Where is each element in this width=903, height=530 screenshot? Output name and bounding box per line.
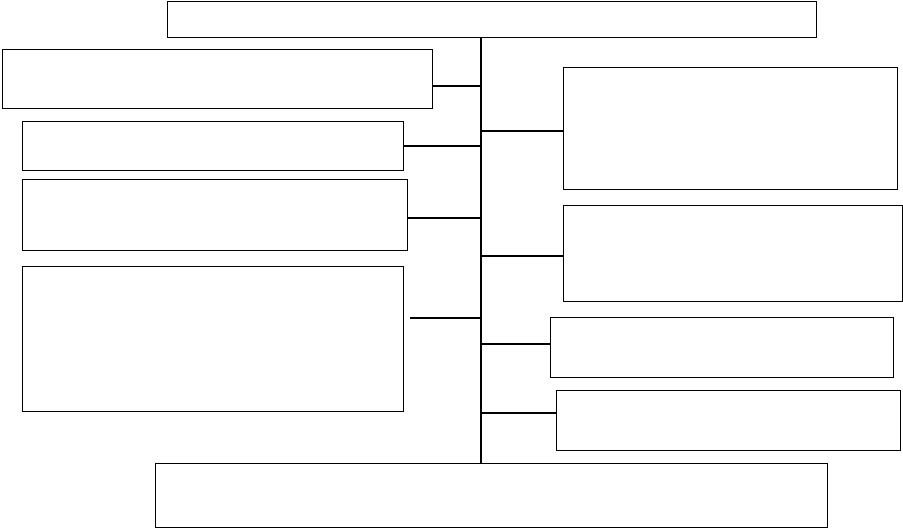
right-connector-3 — [480, 343, 551, 345]
left-box-1 — [2, 49, 433, 109]
top-box — [167, 1, 817, 38]
bottom-box — [155, 463, 828, 528]
right-box-3 — [550, 317, 894, 378]
right-connector-1 — [480, 130, 564, 132]
left-connector-4 — [410, 317, 481, 319]
right-connector-4 — [480, 412, 557, 414]
right-box-2 — [563, 205, 903, 302]
left-box-2 — [22, 121, 404, 171]
right-box-4 — [556, 390, 901, 451]
central-spine — [480, 37, 482, 465]
left-connector-1 — [432, 85, 481, 87]
right-box-1 — [563, 67, 898, 190]
right-connector-2 — [480, 255, 564, 257]
left-connector-3 — [407, 217, 481, 219]
left-connector-2 — [403, 145, 481, 147]
left-box-3 — [22, 179, 408, 251]
left-box-4 — [22, 266, 404, 412]
